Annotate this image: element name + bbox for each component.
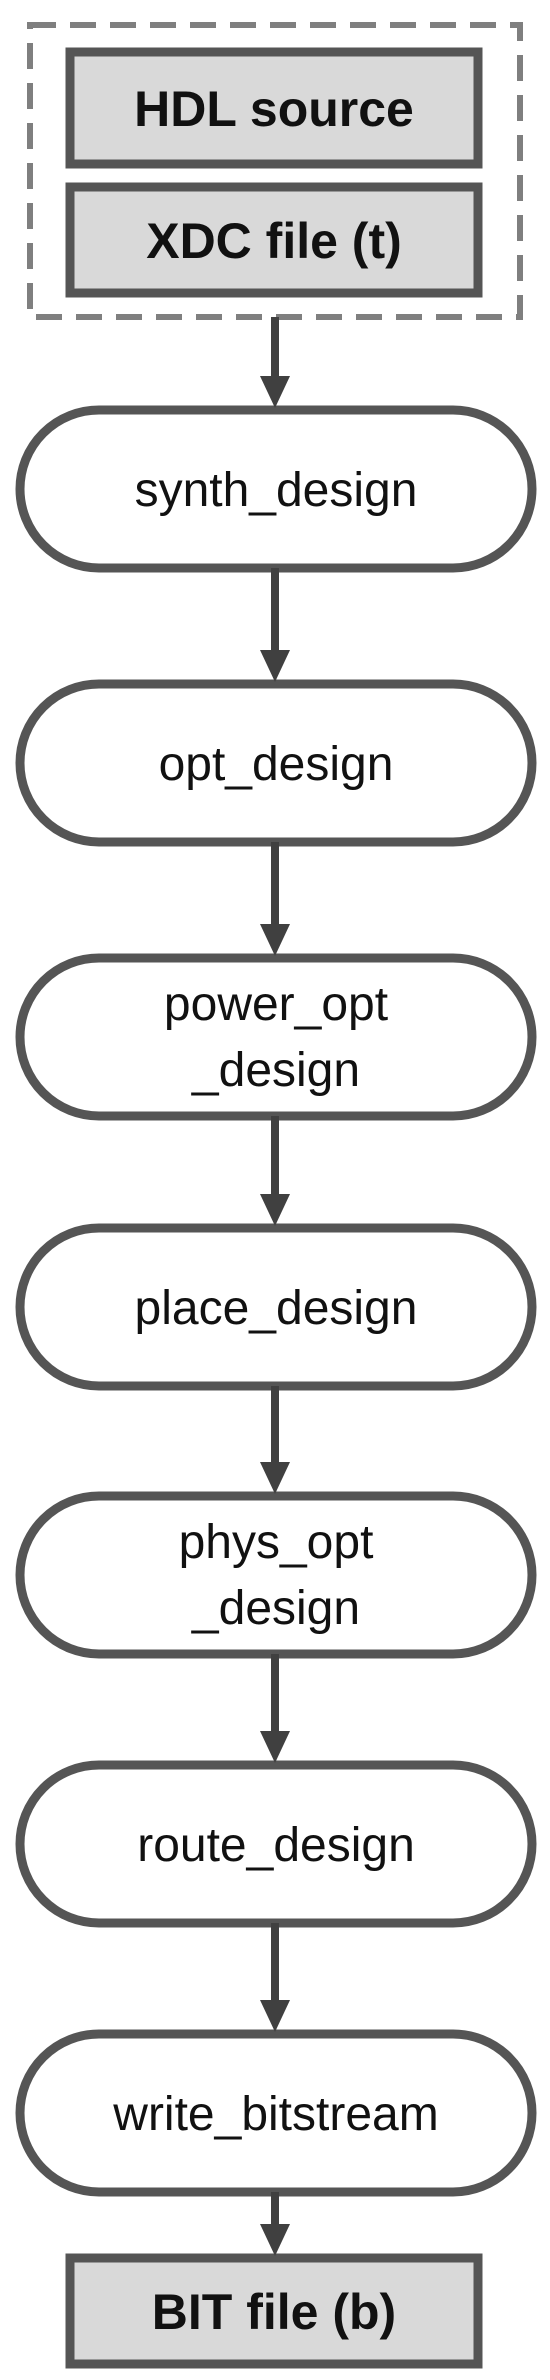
step-route-design-label: route_design bbox=[137, 1819, 415, 1872]
step-write-bitstream: write_bitstream bbox=[15, 2029, 537, 2197]
step-place-design: place_design bbox=[15, 1223, 537, 1391]
step-synth-design: synth_design bbox=[15, 405, 537, 573]
input-group-frame bbox=[27, 22, 523, 320]
output-bit-file-label: BIT file (b) bbox=[152, 2284, 396, 2340]
arrow-opt-to-power-opt bbox=[260, 842, 290, 956]
step-route-design: route_design bbox=[15, 1760, 537, 1928]
step-place-design-label: place_design bbox=[135, 1282, 418, 1335]
input-xdc-file: XDC file (t) bbox=[65, 182, 483, 298]
arrow-route-to-write-bitstream bbox=[260, 1923, 290, 2032]
flow-arrows bbox=[260, 317, 290, 2256]
input-hdl-source-label: HDL source bbox=[134, 81, 414, 137]
input-xdc-file-label: XDC file (t) bbox=[146, 213, 402, 269]
arrow-inputs-to-synth bbox=[260, 317, 290, 408]
arrow-power-opt-to-place bbox=[260, 1116, 290, 1226]
step-phys-opt-design: phys_opt _design bbox=[15, 1491, 537, 1659]
step-opt-design-label: opt_design bbox=[159, 738, 394, 791]
step-opt-design: opt_design bbox=[15, 679, 537, 847]
step-phys-opt-design-label-line2: _design bbox=[191, 1582, 360, 1635]
arrow-synth-to-opt bbox=[260, 568, 290, 682]
output-bit-file: BIT file (b) bbox=[65, 2253, 483, 2369]
input-hdl-source: HDL source bbox=[65, 47, 483, 169]
step-power-opt-design-label-line1: power_opt bbox=[164, 978, 388, 1031]
arrow-write-bitstream-to-bit-file bbox=[260, 2192, 290, 2256]
step-write-bitstream-label: write_bitstream bbox=[112, 2088, 438, 2141]
step-power-opt-design: power_opt _design bbox=[15, 953, 537, 1121]
arrow-place-to-phys-opt bbox=[260, 1386, 290, 1494]
step-phys-opt-design-label-line1: phys_opt bbox=[179, 1516, 374, 1569]
arrow-phys-opt-to-route bbox=[260, 1654, 290, 1763]
step-power-opt-design-label-line2: _design bbox=[191, 1044, 360, 1097]
step-synth-design-label: synth_design bbox=[135, 464, 418, 517]
